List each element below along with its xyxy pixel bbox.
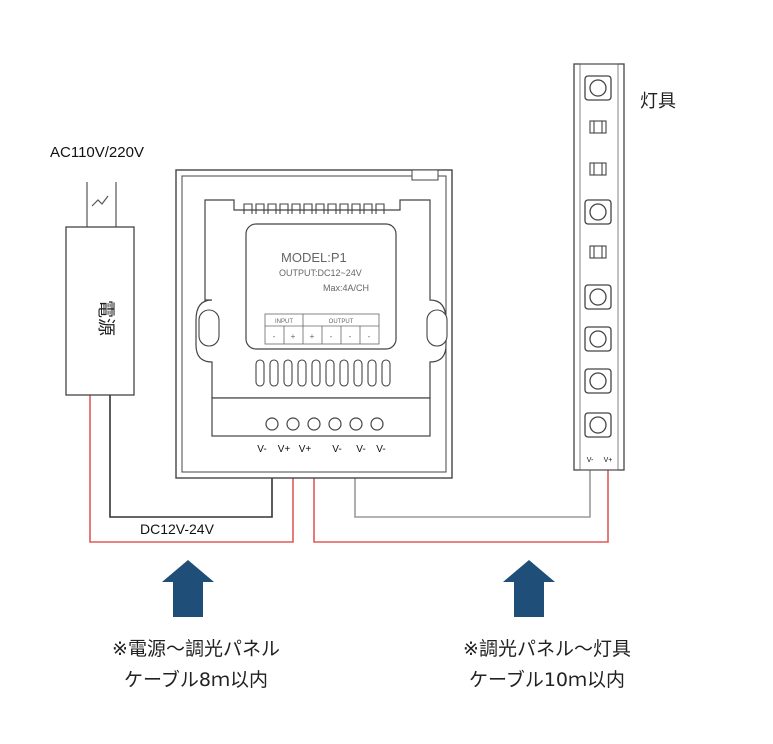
resistor [589, 245, 607, 259]
led-chip [584, 199, 612, 225]
power-input-label: AC110V/220V [50, 144, 144, 161]
wire-psu-negative [109, 395, 273, 518]
wire-output-negative [354, 445, 591, 518]
right-up-arrow [503, 560, 555, 617]
pin-mark: + [291, 332, 296, 341]
panel-max-current: Max:4A/CH [323, 283, 369, 293]
panel-pin-marks: - + + - - - [273, 332, 371, 341]
left-up-arrow [162, 560, 214, 617]
panel-terminal-screws [265, 417, 384, 431]
terminal-label: V- [257, 444, 266, 455]
terminal-label: V+ [299, 444, 312, 455]
pin-mark: + [310, 332, 315, 341]
dimmer-panel: MODEL:P1 OUTPUT:DC12~24V Max:4A/CH INPUT… [175, 169, 453, 479]
panel-vents [255, 359, 391, 387]
panel-output-header: OUTPUT [329, 319, 354, 325]
dc-voltage-label: DC12V-24V [140, 521, 215, 537]
pin-mark: - [368, 332, 371, 341]
panel-input-header: INPUT [275, 319, 293, 325]
led-chip [584, 326, 612, 352]
strip-terminal-positive: V+ [604, 457, 613, 464]
wire-output-positive [313, 430, 609, 543]
pin-mark: - [349, 332, 352, 341]
panel-output-spec: OUTPUT:DC12~24V [279, 268, 362, 278]
note-right-line1: ※調光パネル～灯具 [463, 638, 631, 660]
wires [86, 182, 609, 543]
terminal-label: V- [332, 444, 341, 455]
panel-model: MODEL:P1 [281, 250, 347, 265]
panel-left-slot [198, 309, 220, 347]
resistor [589, 162, 607, 176]
led-chip [584, 368, 612, 394]
led-strip-inner [579, 63, 619, 471]
ac-cable-break [91, 195, 109, 207]
panel-pin-dividers [283, 326, 361, 344]
led-chip [584, 284, 612, 310]
strip-terminal-negative: V- [587, 457, 594, 464]
pin-mark: - [273, 332, 276, 341]
note-right-line2: ケーブル10ｍ以内 [469, 668, 625, 691]
panel-top-teeth [243, 203, 385, 214]
resistor [589, 120, 607, 134]
power-supply-box [65, 226, 135, 396]
led-strip: V- V+ 灯具 [573, 63, 676, 471]
power-supply-label: 電源 [95, 300, 116, 336]
note-left-line2: ケーブル8ｍ以内 [124, 668, 268, 691]
terminal-label: V+ [278, 444, 291, 455]
pin-mark: - [330, 332, 333, 341]
panel-terminal-block [211, 397, 431, 437]
fixture-label: 灯具 [640, 91, 676, 112]
power-supply: AC110V/220V 電源 [50, 144, 144, 396]
panel-tab [411, 169, 439, 181]
wire-psu-positive [89, 395, 294, 543]
led-chip [584, 75, 612, 101]
terminal-label: V- [356, 444, 365, 455]
terminal-label: V- [376, 444, 385, 455]
note-left-line1: ※電源～調光パネル [112, 638, 280, 660]
panel-label-plate [245, 223, 397, 350]
panel-terminal-labels: V- V+ V+ V- V- V- [257, 444, 385, 455]
led-chip [584, 412, 612, 438]
panel-right-slot [426, 309, 448, 347]
